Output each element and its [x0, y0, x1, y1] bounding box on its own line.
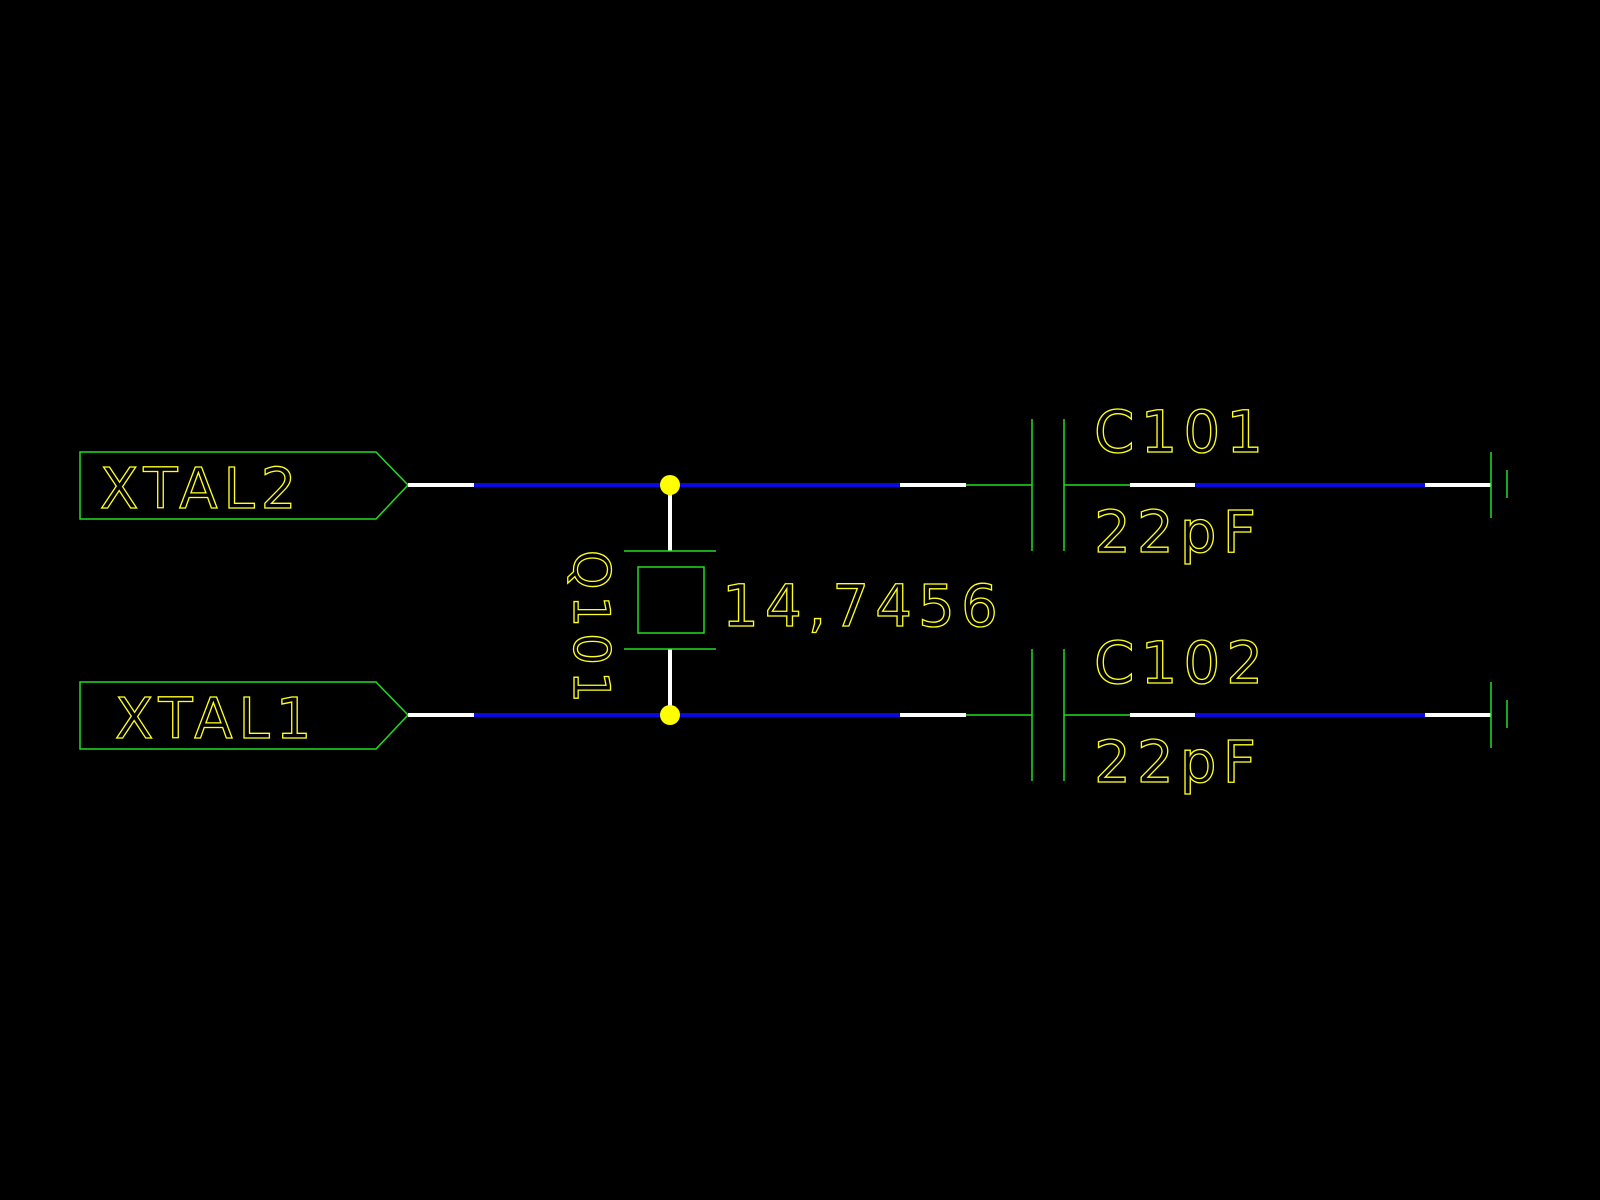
crystal-value: 14,7456	[722, 572, 1004, 640]
ground-icon	[1490, 682, 1508, 748]
capacitor-c102[interactable]: C102 22pF	[1031, 628, 1491, 797]
capacitor-c101[interactable]: C101 22pF	[1031, 397, 1491, 567]
net-label-text: XTAL1	[115, 687, 317, 752]
junction-dot	[660, 705, 680, 725]
net-label-xtal1[interactable]: XTAL1	[79, 681, 410, 753]
junction-dot	[660, 475, 680, 495]
capacitor-value: 22pF	[1094, 728, 1262, 796]
net-label-xtal2[interactable]: XTAL2	[79, 451, 410, 523]
net-label-shape	[79, 681, 410, 750]
crystal-ref: Q101	[562, 550, 620, 709]
ground-icon	[1490, 452, 1508, 518]
crystal-q101[interactable]: Q101 14,7456	[561, 485, 1004, 715]
capacitor-ref: C102	[1094, 629, 1269, 697]
capacitor-ref: C101	[1094, 398, 1269, 466]
net-label-text: XTAL2	[100, 457, 302, 522]
net-label-shape	[79, 451, 410, 520]
capacitor-value: 22pF	[1094, 498, 1262, 566]
